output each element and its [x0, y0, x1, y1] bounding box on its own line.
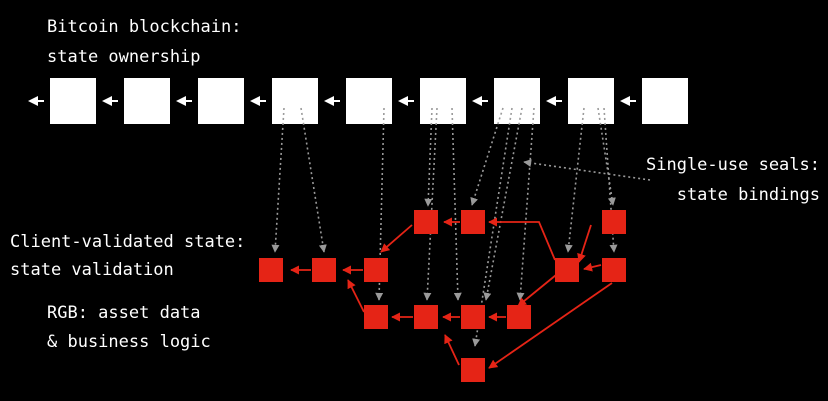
seal-arrow — [483, 107, 523, 301]
state-box — [364, 305, 388, 329]
bitcoin-blockchain-subtitle: state ownership — [47, 47, 201, 67]
bitcoin-block — [642, 78, 688, 124]
bitcoin-blockchain-title: Bitcoin blockchain: — [47, 17, 242, 37]
state-arrow — [444, 334, 460, 366]
seal-label-pointer — [523, 159, 651, 181]
seal-arrow — [451, 107, 462, 301]
bitcoin-block — [272, 78, 318, 124]
client-validated-title: Client-validated state: — [10, 232, 246, 252]
single-use-seals-subtitle: state bindings — [676, 185, 820, 205]
bitcoin-block — [494, 78, 540, 124]
state-box — [259, 258, 283, 282]
bitcoin-block — [198, 78, 244, 124]
state-arrow — [488, 217, 556, 261]
seal-arrow — [470, 107, 504, 206]
state-boxes — [259, 210, 626, 382]
state-box — [602, 210, 626, 234]
state-box — [414, 210, 438, 234]
seal-arrow — [271, 107, 285, 253]
state-box — [312, 258, 336, 282]
state-arrow — [583, 262, 602, 272]
state-box — [414, 305, 438, 329]
blocks — [50, 78, 688, 124]
bitcoin-block — [568, 78, 614, 124]
seal-arrow — [597, 107, 616, 206]
seal-arrow — [564, 107, 585, 253]
seal-arrow — [300, 107, 327, 253]
state-arrow — [380, 224, 413, 253]
seal-arrow — [423, 107, 438, 301]
state-box — [555, 258, 579, 282]
seal-arrows — [271, 107, 651, 347]
rgb-title: RGB: asset data — [47, 303, 201, 323]
state-arrow — [577, 224, 592, 263]
state-arrow — [488, 282, 613, 369]
seal-arrow — [516, 107, 535, 301]
client-validated-subtitle: state validation — [10, 260, 174, 280]
blockchain-row — [28, 78, 688, 124]
state-box — [507, 305, 531, 329]
state-arrow — [347, 279, 365, 313]
state-box — [461, 210, 485, 234]
single-use-seals-title: Single-use seals: — [646, 155, 820, 175]
state-box — [602, 258, 626, 282]
bitcoin-block — [124, 78, 170, 124]
state-box — [461, 358, 485, 382]
state-arrow — [517, 274, 557, 307]
state-box — [364, 258, 388, 282]
state-box — [461, 305, 485, 329]
state-arrows — [290, 217, 613, 369]
bitcoin-block — [346, 78, 392, 124]
bitcoin-block — [50, 78, 96, 124]
bitcoin-block — [420, 78, 466, 124]
rgb-subtitle: & business logic — [47, 332, 211, 352]
seal-arrow — [424, 107, 433, 207]
